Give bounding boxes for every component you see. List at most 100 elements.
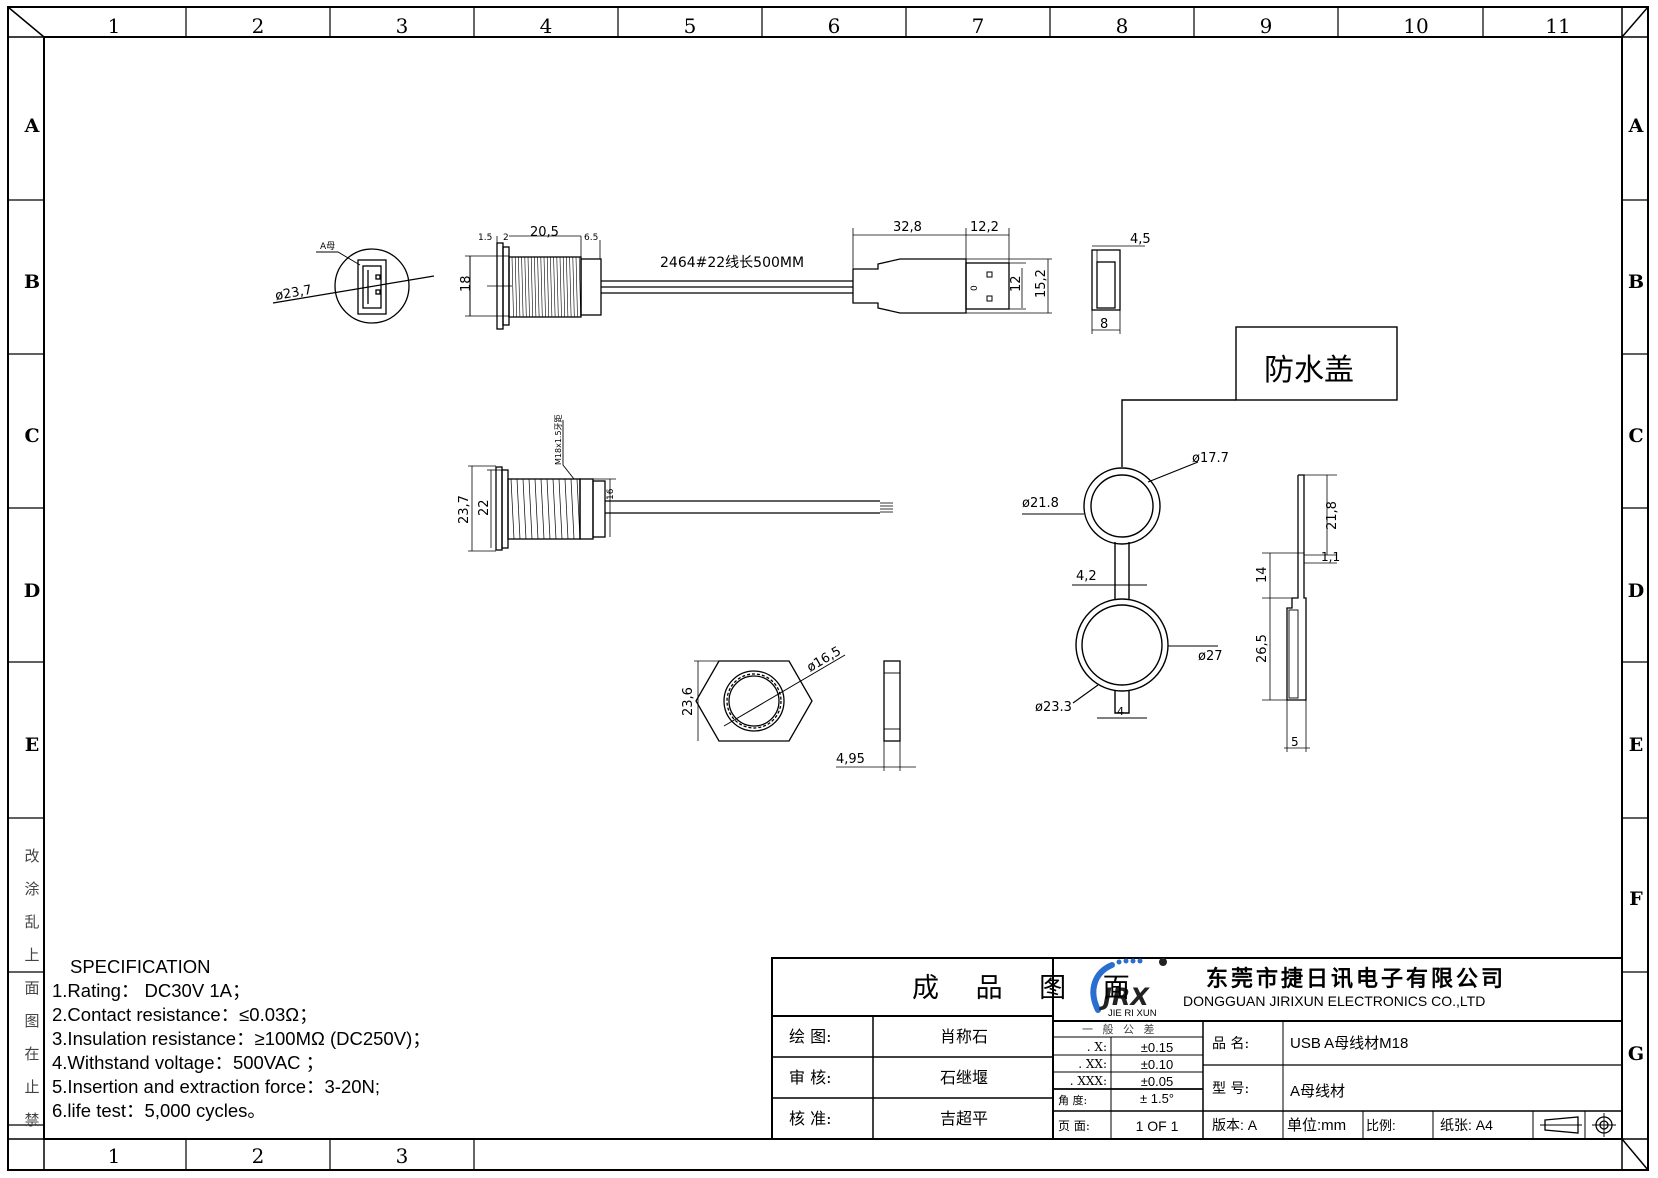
- tolerance-value: ±0.15: [1141, 1040, 1173, 1055]
- column-label: 8: [1116, 14, 1129, 38]
- drawn-value: 肖称石: [940, 1027, 988, 1046]
- dim-flange: 1.5: [478, 233, 492, 243]
- thread-label: M18x1.5牙距: [554, 414, 563, 465]
- tolerance-header: 一 般 公 差: [1082, 1022, 1158, 1036]
- dim-height: 18: [459, 275, 474, 292]
- dim-plug-inner: 12: [1009, 275, 1024, 292]
- dim-thread-length: 20,5: [530, 225, 559, 240]
- thread-line: [552, 478, 557, 540]
- tolerance-label: . XX:: [1078, 1057, 1107, 1071]
- side-note-char: 图: [24, 1012, 40, 1030]
- row-dividers: [8, 199, 1648, 1126]
- row-label-left: D: [24, 580, 40, 602]
- dim-cap-small-outer: ø21.8: [1022, 496, 1059, 511]
- usb-plug: [852, 228, 1052, 314]
- logo-subtext: JIE RI XUN: [1108, 1008, 1157, 1019]
- company-logo: [1090, 958, 1167, 1013]
- side-note-no-alteration: 改 涂 乱 上 面 图 在 止 禁: [22, 840, 42, 1137]
- checked-label: 审 核:: [789, 1068, 831, 1087]
- hex-nut: [694, 654, 916, 771]
- dim-cap-side-strap: 14: [1255, 566, 1270, 583]
- thread-line: [546, 478, 551, 540]
- row-label-left: C: [24, 425, 39, 447]
- specification-title: SPECIFICATION: [70, 956, 211, 977]
- row-label-right: E: [1629, 734, 1643, 756]
- column-label: 2: [252, 14, 265, 38]
- angle-value: ± 1.5°: [1140, 1091, 1174, 1106]
- thread-line: [527, 256, 530, 318]
- dim-cap-strap: 4,2: [1076, 569, 1097, 584]
- page-label: 页 面:: [1058, 1119, 1090, 1133]
- thread-line: [530, 256, 533, 318]
- spec-item: 3.Insulation resistance：≥100MΩ (DC250V)；: [52, 1028, 431, 1049]
- column-label: 3: [396, 14, 409, 38]
- dim-plug-body: 32,8: [893, 220, 922, 235]
- thread-line: [564, 478, 569, 540]
- row-label-left: A: [24, 115, 40, 137]
- thread-line: [516, 478, 521, 540]
- thread-line: [569, 256, 572, 318]
- thread-line: [534, 478, 539, 540]
- company-name-en: DONGGUAN JIRIXUN ELECTRONICS CO.,LTD: [1183, 993, 1485, 1009]
- dim-section-inner: 22: [477, 499, 492, 516]
- approved-value: 吉超平: [940, 1109, 988, 1128]
- thread-line: [511, 256, 514, 318]
- thread-line: [524, 256, 527, 318]
- spec-item: 2.Contact resistance：≤0.03Ω；: [52, 1004, 318, 1025]
- thread-line: [510, 478, 515, 540]
- column-label: 10: [1403, 14, 1428, 38]
- logo-text: JRX: [1099, 983, 1150, 1011]
- row-label-right: G: [1628, 1043, 1644, 1065]
- row-label-left: B: [24, 271, 40, 293]
- side-note-char: 乱: [24, 913, 40, 931]
- side-note-char: 上: [24, 946, 40, 964]
- front-view: [272, 248, 435, 324]
- spec-item: 5.Insertion and extraction force：3-20N;: [52, 1076, 381, 1097]
- row-label-right: A: [1628, 115, 1644, 137]
- angle-label: 角 度:: [1058, 1093, 1087, 1107]
- column-label: 9: [1260, 14, 1273, 38]
- thread-line: [522, 478, 527, 540]
- side-view: [465, 235, 853, 330]
- scale: 比例:: [1366, 1118, 1396, 1133]
- column-labels-bottom: 1 2 3: [108, 1144, 409, 1168]
- thread-line: [572, 256, 575, 318]
- thread-line: [540, 256, 543, 318]
- column-label: 4: [540, 14, 553, 38]
- thread-line: [540, 478, 545, 540]
- dim-plug-outer: 15,2: [1034, 269, 1049, 298]
- dim-cap-side-top: 21,8: [1325, 501, 1340, 530]
- row-label-right: F: [1629, 888, 1643, 910]
- tolerance-value: ±0.10: [1141, 1057, 1173, 1072]
- dim-nut-thickness: 4,95: [836, 752, 865, 767]
- dim-plug-end-bottom: 8: [1100, 317, 1108, 332]
- side-note-char: 面: [24, 979, 40, 997]
- spec-item: 1.Rating： DC30V 1A；: [52, 980, 251, 1001]
- version: 版本: A: [1212, 1117, 1258, 1133]
- column-label: 2: [252, 1144, 265, 1168]
- tolerance-value: ±0.05: [1141, 1074, 1173, 1089]
- thread-line: [553, 256, 556, 318]
- thread-line: [514, 256, 517, 318]
- side-note-char: 改: [24, 847, 40, 865]
- paper-size: 纸张: A4: [1440, 1117, 1493, 1133]
- dim-cap-tab: 4: [1117, 705, 1124, 718]
- section-view: [468, 420, 893, 552]
- dim-section-boot: 16: [606, 488, 616, 500]
- projection-symbol-icon: [1540, 1113, 1616, 1137]
- dim-cap-side-thick: 1,1: [1321, 550, 1340, 564]
- column-dividers: [185, 7, 1484, 1170]
- dim-cap-large-inner: ø23.3: [1035, 700, 1072, 715]
- tolerance-label: . XXX:: [1070, 1074, 1107, 1088]
- front-view-diameter: ø23,7: [274, 283, 313, 304]
- page-value: 1 OF 1: [1136, 1118, 1179, 1134]
- model-value: A母线材: [1290, 1083, 1345, 1100]
- dim-cap-small-inner: ø17.7: [1192, 451, 1229, 466]
- row-label-right: D: [1628, 580, 1644, 602]
- thread-line: [528, 478, 533, 540]
- column-label: 11: [1545, 14, 1570, 38]
- dim-cap-side-ring: 26,5: [1255, 634, 1270, 663]
- thread-line: [566, 256, 569, 318]
- row-label-right: B: [1628, 271, 1644, 293]
- thread-line: [559, 256, 562, 318]
